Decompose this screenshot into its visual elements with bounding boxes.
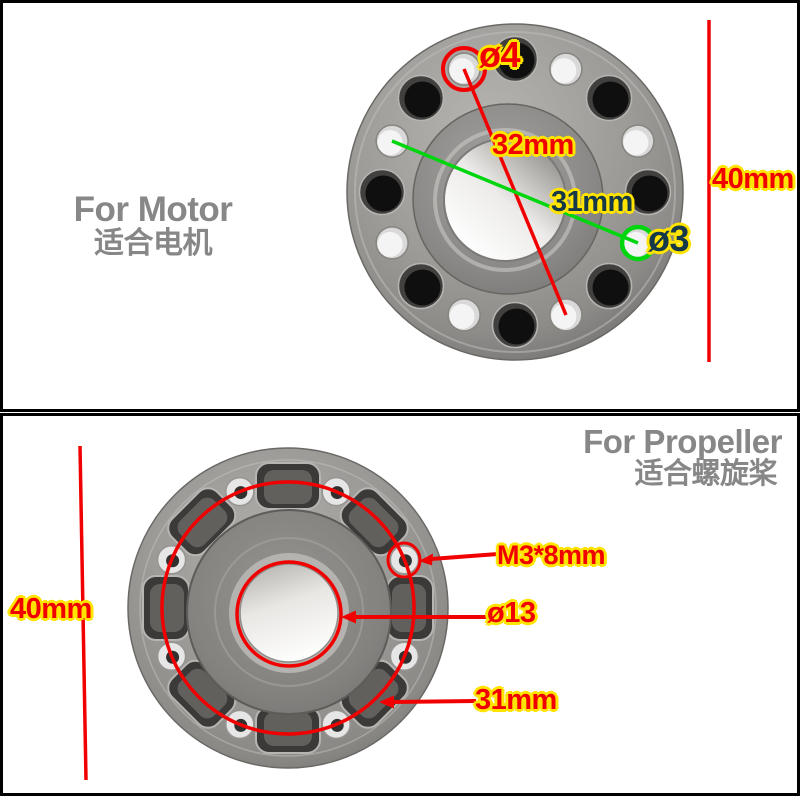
lightening-pocket	[386, 575, 434, 641]
lightening-pocket	[142, 575, 190, 641]
lightening-pocket	[255, 462, 321, 510]
mounting-hole	[585, 262, 633, 310]
bolt-circle-arrowhead	[379, 695, 394, 709]
mounting-hole	[491, 301, 539, 349]
motor-side-panel: For Motor 适合电机 ø4 32mm 31mm ø3 40mm	[0, 0, 800, 412]
through-hole	[549, 298, 583, 332]
bore-circle-13mm	[235, 560, 343, 668]
d31-label: 31mm	[551, 186, 633, 218]
mounting-hole	[624, 168, 672, 216]
through-hole	[375, 226, 409, 260]
motor-disc-rim-highlight	[354, 31, 676, 353]
d13-label: ø13	[487, 597, 536, 629]
propeller-disc-center-bore	[239, 563, 339, 663]
motor-side-photo	[346, 20, 711, 362]
d13-arrowhead	[341, 610, 356, 624]
mounting-hole	[397, 74, 445, 122]
m3-hole-highlight-circle	[386, 541, 422, 579]
d3-label: ø3	[648, 218, 690, 259]
disc-diameter-40mm-label-top: 40mm	[712, 163, 794, 195]
propeller-side-photo	[78, 445, 499, 781]
d31-dimension-line	[391, 139, 639, 245]
mounting-hole	[358, 168, 406, 216]
d4-label: ø4	[479, 34, 521, 75]
m3-screw-label: M3*8mm	[497, 540, 606, 570]
propeller-disc-hub-step	[214, 537, 364, 687]
disc-diameter-40mm-line-bottom	[78, 445, 88, 781]
through-hole	[549, 52, 583, 86]
propeller-title-en: For Propeller	[583, 423, 782, 460]
bolt-circle-31mm	[160, 480, 416, 736]
bolt-circle-31mm-label: 31mm	[475, 684, 557, 716]
through-hole	[447, 298, 481, 332]
motor-title-en: For Motor	[73, 190, 233, 229]
through-hole	[621, 124, 655, 158]
motor-disc-center-bore	[443, 138, 567, 262]
m3-arrow-line	[430, 552, 499, 561]
propeller-title-zh: 适合螺旋桨	[634, 458, 777, 490]
motor-disc-bore-chamfer	[433, 128, 577, 272]
motor-side-layer: For Motor 适合电机 ø4 32mm 31mm ø3 40mm	[73, 20, 794, 362]
propeller-side-panel: For Propeller 适合螺旋桨 40mm M3*8mm ø13 31mm	[0, 413, 800, 796]
disc-diameter-40mm-label-bottom: 40mm	[10, 593, 92, 625]
propeller-side-layer: For Propeller 适合螺旋桨 40mm M3*8mm ø13 31mm	[3, 416, 797, 793]
mounting-hole	[397, 262, 445, 310]
mounting-hole	[491, 35, 539, 83]
d3-hole-highlight-circle	[619, 224, 657, 262]
motor-title-zh: 适合电机	[94, 227, 213, 260]
d32-label: 32mm	[492, 129, 574, 161]
propeller-disc-rim-highlight	[139, 459, 437, 757]
d4-hole-highlight-circle	[441, 46, 487, 92]
mounting-hole	[585, 74, 633, 122]
m3-arrowhead	[419, 553, 433, 566]
bolt-circle-arrow-line	[391, 699, 477, 704]
